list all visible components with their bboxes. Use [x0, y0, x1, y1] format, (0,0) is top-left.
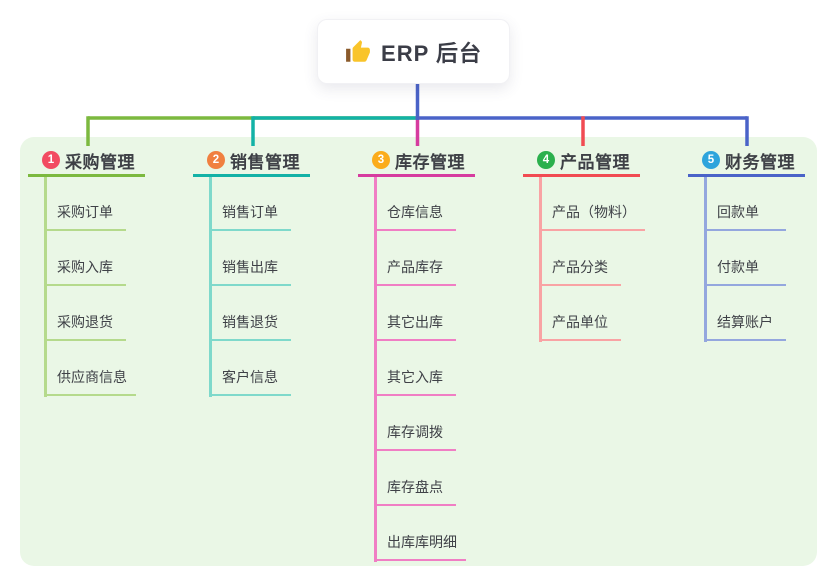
child-label: 出库库明细 [387, 534, 457, 550]
child-node[interactable]: 仓库信息 [374, 202, 456, 231]
child-node[interactable]: 库存调拨 [374, 422, 456, 451]
child-node[interactable]: 采购入库 [44, 257, 126, 286]
branch-label: 销售管理 [230, 152, 300, 172]
branch-number-badge: 2 [207, 151, 225, 169]
branch-label: 财务管理 [725, 152, 795, 172]
child-node[interactable]: 回款单 [704, 202, 786, 231]
child-node[interactable]: 结算账户 [704, 312, 786, 341]
child-node[interactable]: 产品分类 [539, 257, 621, 286]
branch-header-purchase[interactable]: 1 采购管理 [28, 146, 145, 177]
child-node[interactable]: 出库库明细 [374, 532, 466, 561]
branch-label: 产品管理 [560, 152, 630, 172]
child-label: 产品（物料） [552, 204, 636, 220]
child-node[interactable]: 客户信息 [209, 367, 291, 396]
child-node[interactable]: 其它出库 [374, 312, 456, 341]
root-node[interactable]: ERP 后台 [317, 19, 510, 84]
child-label: 库存盘点 [387, 479, 443, 495]
child-label: 回款单 [717, 204, 759, 220]
child-label: 库存调拨 [387, 424, 443, 440]
child-label: 结算账户 [717, 314, 773, 330]
branches-panel [20, 137, 817, 566]
child-label: 供应商信息 [57, 369, 127, 385]
child-label: 产品库存 [387, 259, 443, 275]
branch-label: 采购管理 [65, 152, 135, 172]
child-node[interactable]: 产品单位 [539, 312, 621, 341]
branch-spine [44, 177, 47, 397]
child-node[interactable]: 其它入库 [374, 367, 456, 396]
child-label: 采购订单 [57, 204, 113, 220]
child-label: 其它入库 [387, 369, 443, 385]
branch-number-badge: 1 [42, 151, 60, 169]
child-label: 销售出库 [222, 259, 278, 275]
child-label: 其它出库 [387, 314, 443, 330]
branch-spine [374, 177, 377, 562]
branch-header-inventory[interactable]: 3 库存管理 [358, 146, 475, 177]
child-node[interactable]: 采购订单 [44, 202, 126, 231]
branch-number-badge: 3 [372, 151, 390, 169]
child-label: 采购退货 [57, 314, 113, 330]
child-label: 产品分类 [552, 259, 608, 275]
child-label: 付款单 [717, 259, 759, 275]
branch-header-sales[interactable]: 2 销售管理 [193, 146, 310, 177]
child-label: 采购入库 [57, 259, 113, 275]
branch-label: 库存管理 [395, 152, 465, 172]
branch-number-badge: 5 [702, 151, 720, 169]
child-label: 客户信息 [222, 369, 278, 385]
branch-spine [209, 177, 212, 397]
branch-spine [704, 177, 707, 342]
child-label: 仓库信息 [387, 204, 443, 220]
child-node[interactable]: 销售出库 [209, 257, 291, 286]
child-node[interactable]: 产品（物料） [539, 202, 645, 231]
thumbs-up-icon [346, 39, 370, 62]
child-label: 销售退货 [222, 314, 278, 330]
branch-spine [539, 177, 542, 342]
child-node[interactable]: 供应商信息 [44, 367, 136, 396]
child-node[interactable]: 产品库存 [374, 257, 456, 286]
child-node[interactable]: 付款单 [704, 257, 786, 286]
child-node[interactable]: 库存盘点 [374, 477, 456, 506]
child-node[interactable]: 采购退货 [44, 312, 126, 341]
child-label: 销售订单 [222, 204, 278, 220]
branch-header-product[interactable]: 4 产品管理 [523, 146, 640, 177]
child-node[interactable]: 销售退货 [209, 312, 291, 341]
child-node[interactable]: 销售订单 [209, 202, 291, 231]
root-label: ERP 后台 [381, 40, 482, 66]
branch-number-badge: 4 [537, 151, 555, 169]
child-label: 产品单位 [552, 314, 608, 330]
branch-header-finance[interactable]: 5 财务管理 [688, 146, 805, 177]
